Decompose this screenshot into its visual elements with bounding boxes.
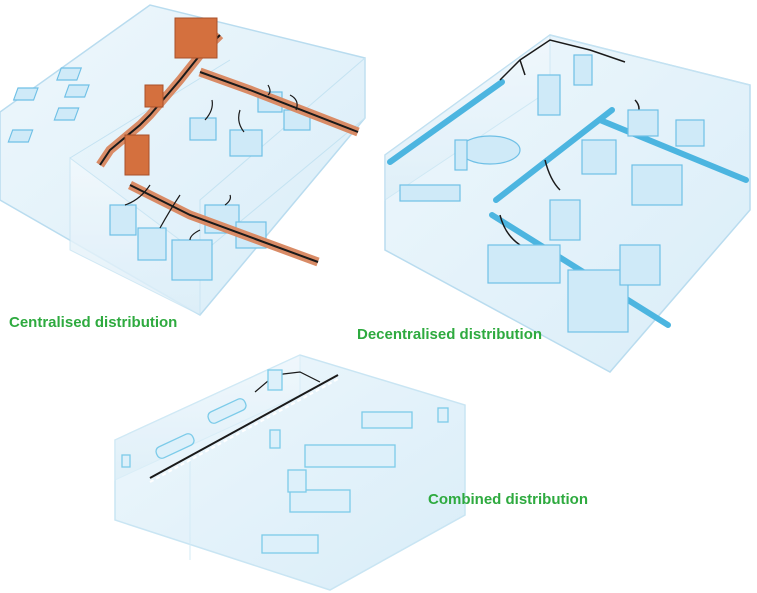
combined-equipment	[121, 369, 449, 554]
centralised-distribution-caption: Centralised distribution	[9, 314, 178, 331]
decentralised-distribution-caption: Decentralised distribution	[357, 326, 543, 343]
centralised-switchgear-cabinets	[124, 17, 218, 176]
combined-distribution-caption: Combined distribution	[428, 491, 588, 508]
centralised-drop-cables	[124, 84, 298, 241]
combined-busbar	[149, 371, 339, 483]
decentralised-equipment	[399, 54, 705, 333]
centralised-room	[0, 4, 366, 316]
decentralised-feed-line	[499, 39, 640, 316]
